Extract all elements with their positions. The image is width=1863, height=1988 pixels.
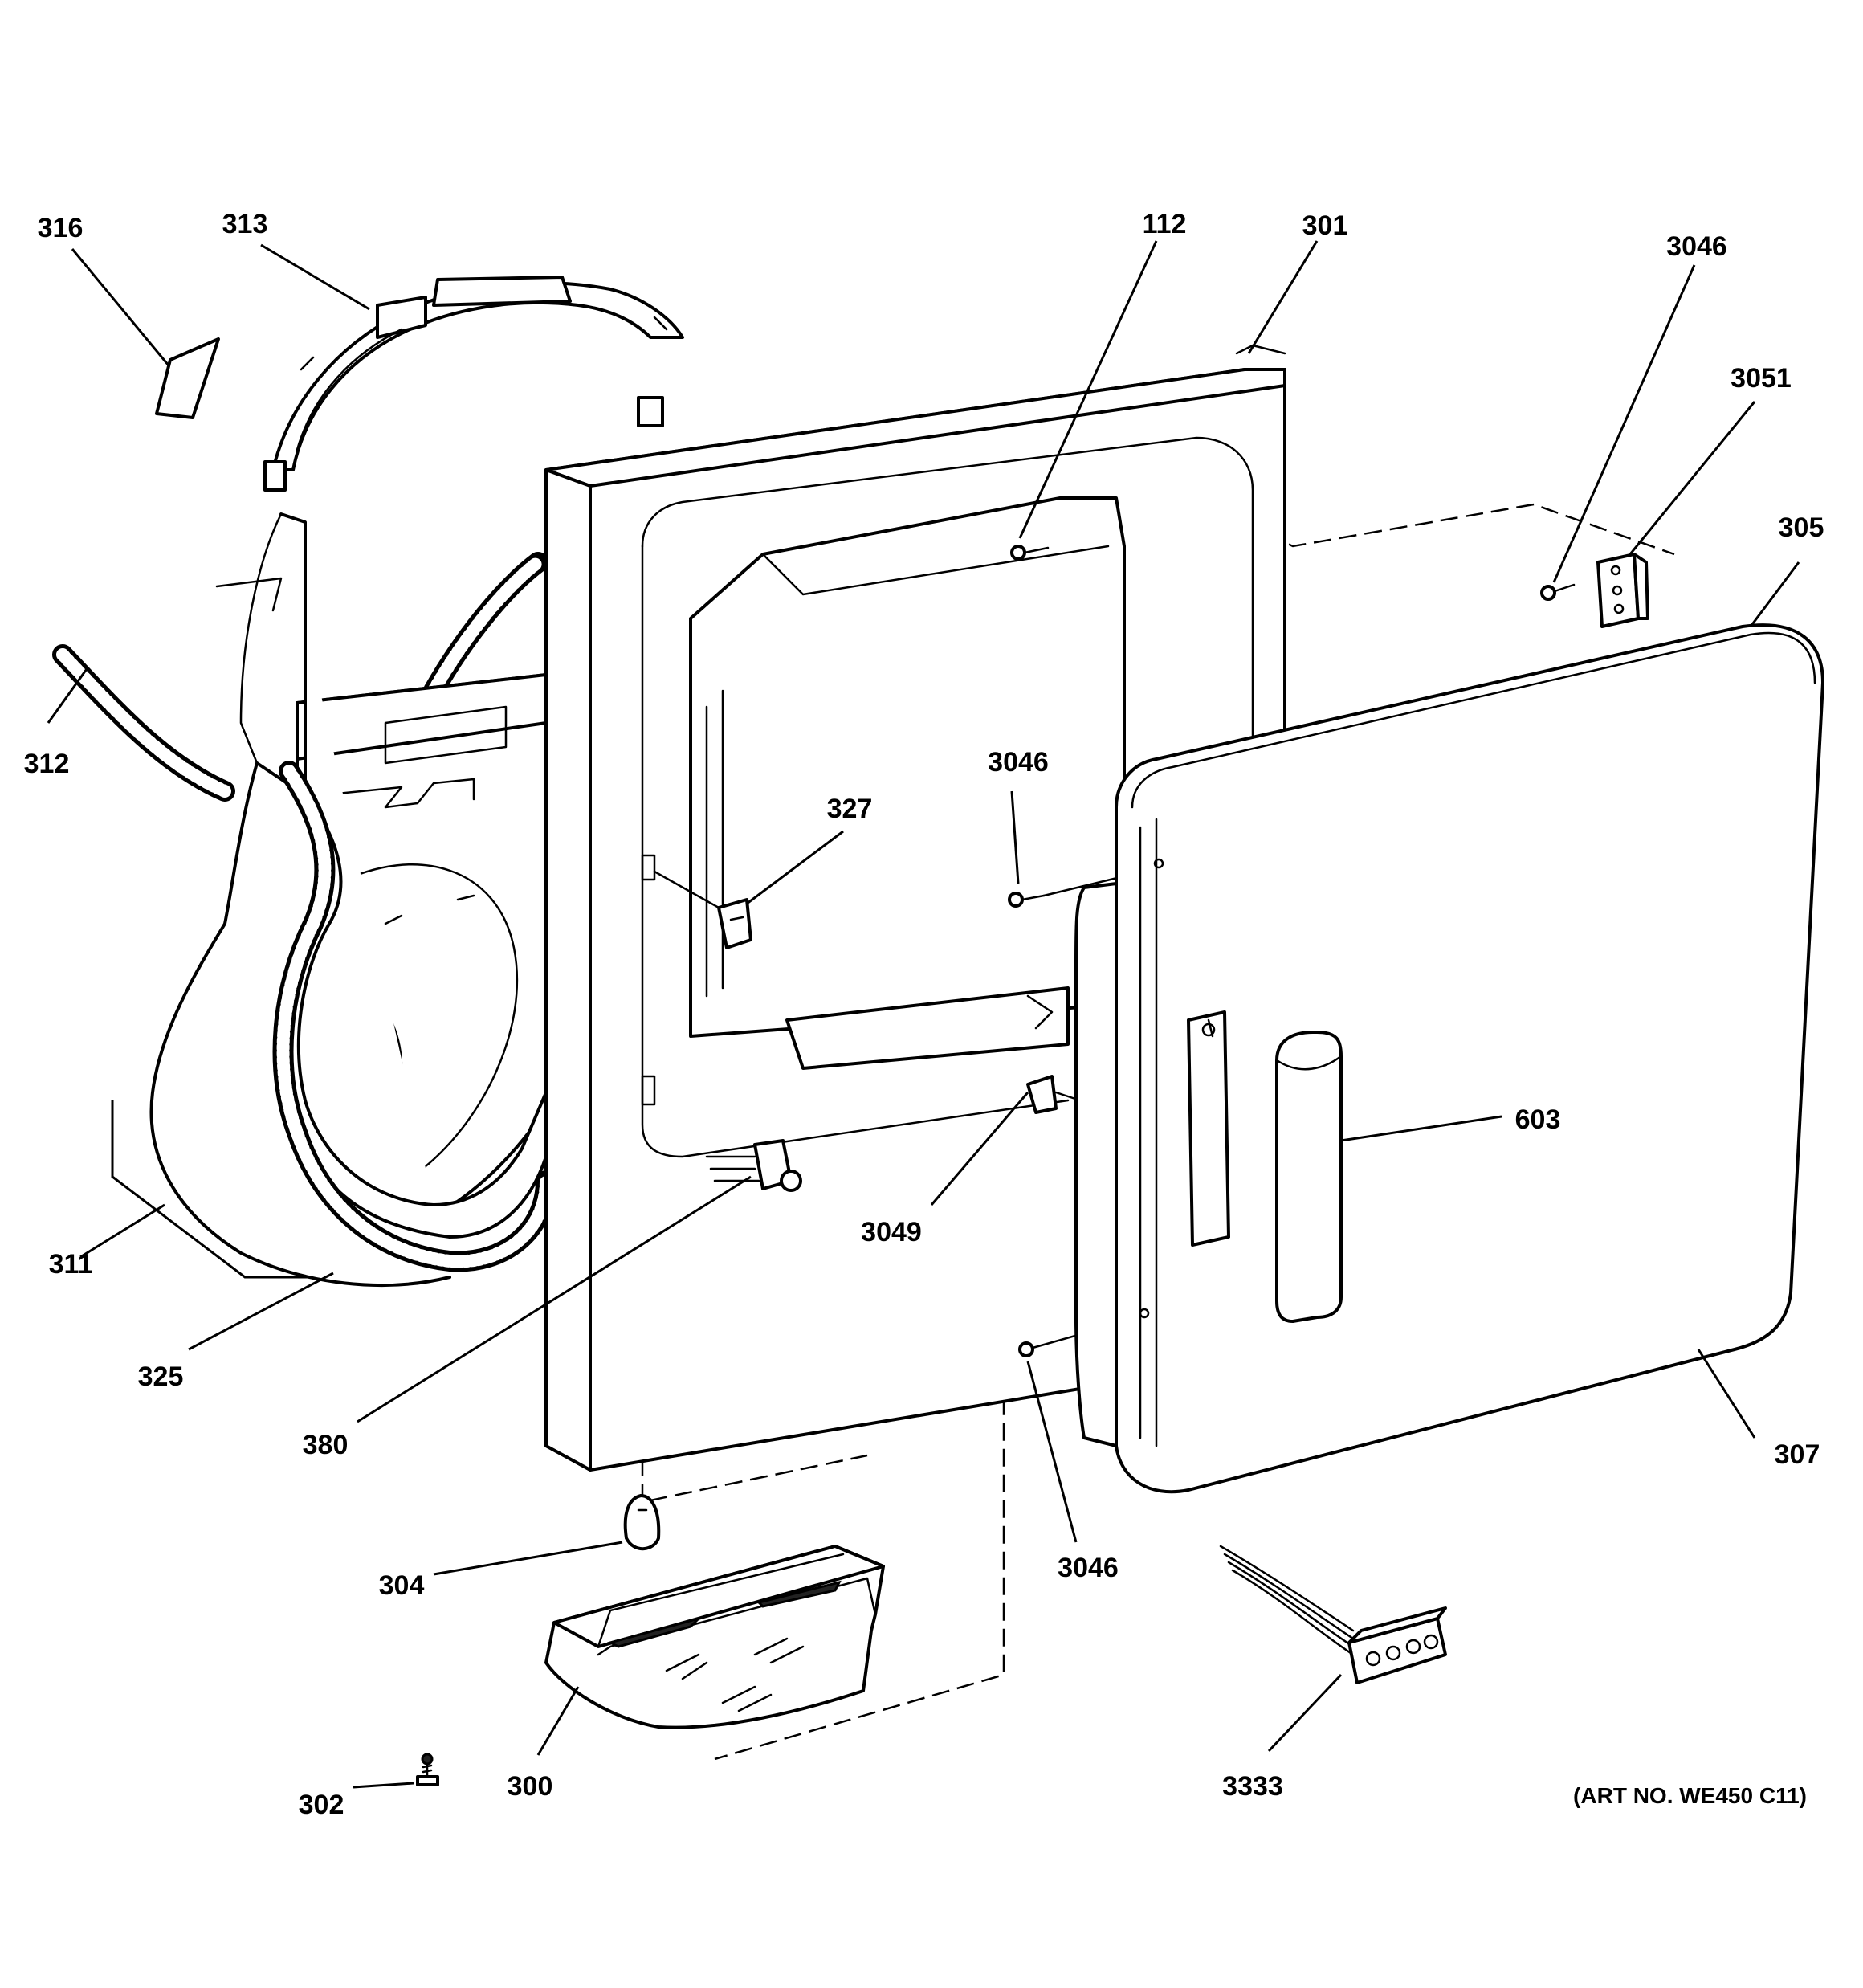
callout-327: 327: [827, 794, 873, 824]
screw-3046-bot-icon: [1018, 1341, 1034, 1357]
callout-325: 325: [138, 1361, 184, 1392]
callout-302: 302: [299, 1790, 344, 1820]
callout-380: 380: [303, 1430, 349, 1460]
screw-3046-top-icon: [1540, 585, 1556, 601]
callout-3333: 3333: [1222, 1771, 1283, 1802]
callout-300: 300: [508, 1771, 553, 1802]
art-number: (ART NO. WE450 C11): [1573, 1783, 1807, 1808]
callout-3046-bot: 3046: [1058, 1553, 1119, 1583]
door-switch-327: [653, 870, 752, 949]
foot-304: [623, 1494, 661, 1551]
wire-harness-3333: [1219, 1545, 1447, 1684]
callout-3049: 3049: [861, 1217, 922, 1247]
screw-3046-mid-icon: [1008, 892, 1024, 908]
callout-307: 307: [1775, 1439, 1820, 1470]
callout-312: 312: [24, 749, 70, 779]
leader-lines: [47, 240, 1800, 1789]
callout-labels: 316 313 112 301 3046 3051 305 312 3046 3…: [24, 209, 1824, 1820]
callout-313: 313: [222, 209, 268, 239]
lint-filter-300: [544, 1545, 885, 1729]
callout-311: 311: [49, 1249, 93, 1280]
callout-305: 305: [1779, 512, 1824, 543]
seal-325: [272, 761, 556, 1272]
hinge-3051: [1596, 553, 1649, 628]
switch-380: [705, 1139, 802, 1192]
screw-112-icon: [1010, 545, 1026, 561]
callout-3046-mid: 3046: [988, 747, 1049, 778]
door-305: [1074, 623, 1824, 1494]
callout-3046-top: 3046: [1666, 231, 1727, 262]
bracket-3049: [1026, 1075, 1058, 1114]
pad-316: [155, 337, 220, 419]
callout-301: 301: [1302, 210, 1348, 241]
callout-112: 112: [1143, 209, 1187, 239]
callout-603: 603: [1515, 1104, 1561, 1135]
screw-302-icon: [416, 1753, 439, 1786]
callout-304: 304: [379, 1570, 425, 1601]
callout-316: 316: [38, 213, 84, 243]
callout-3051: 3051: [1731, 363, 1792, 394]
upper-bulkhead-313: [263, 276, 684, 492]
